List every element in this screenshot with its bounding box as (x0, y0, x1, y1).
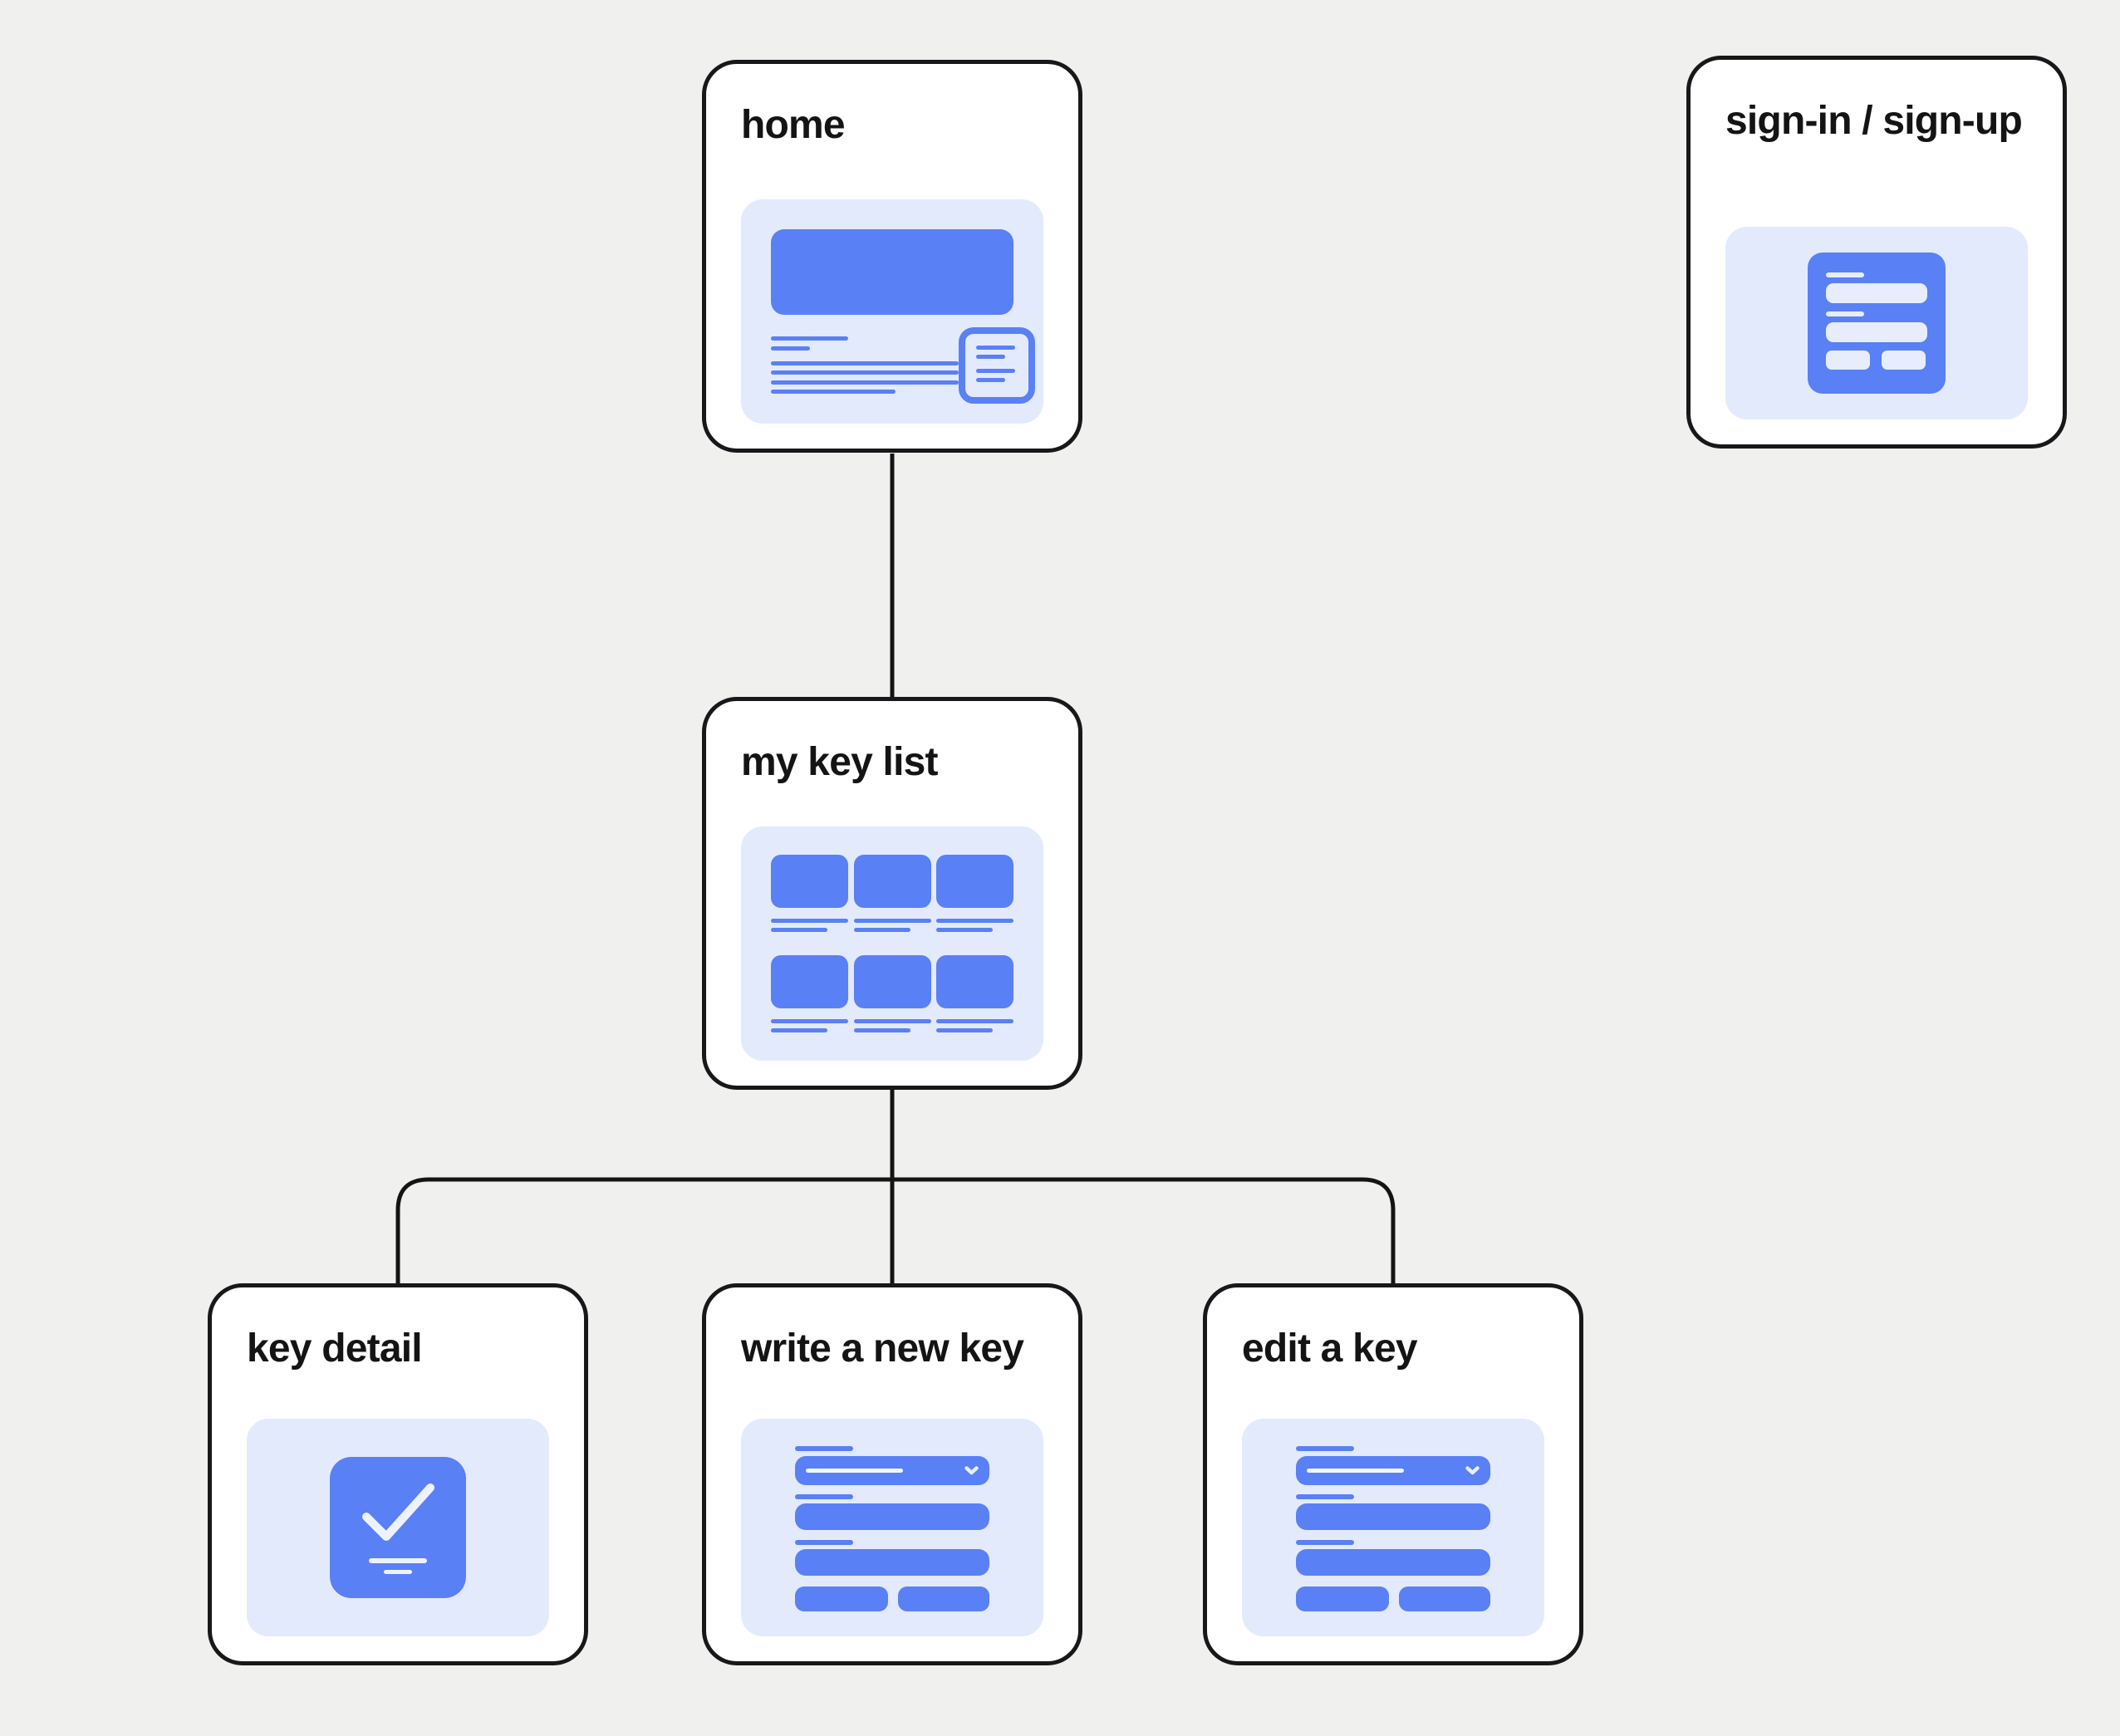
text-lines-placeholder (771, 327, 959, 394)
node-card-home[interactable]: home (702, 60, 1082, 453)
key-card-placeholder (936, 855, 1013, 933)
button-placeholder (1296, 1586, 1389, 1611)
node-title-write-a-new-key: write a new key (741, 1327, 1024, 1371)
hero-image-placeholder (771, 229, 1013, 315)
input-field-placeholder (795, 1549, 989, 1576)
node-card-my-key-list[interactable]: my key list (702, 697, 1082, 1090)
input-field-placeholder (1296, 1503, 1490, 1530)
button-placeholder (898, 1586, 989, 1611)
key-card-placeholder (936, 954, 1013, 1033)
input-field-placeholder (1296, 1549, 1490, 1576)
node-title-key-detail: key detail (247, 1327, 423, 1371)
node-title-home: home (741, 103, 846, 147)
key-detail-thumbnail (247, 1419, 549, 1636)
home-thumbnail (741, 199, 1043, 424)
write-key-form-thumbnail (741, 1419, 1043, 1636)
button-placeholder (1826, 351, 1870, 370)
node-title-my-key-list: my key list (741, 740, 938, 784)
key-card-placeholder (853, 855, 931, 933)
node-title-edit-a-key: edit a key (1242, 1327, 1418, 1371)
node-card-sign-in-sign-up[interactable]: sign-in / sign-up (1686, 56, 2067, 449)
key-card-placeholder (771, 855, 848, 933)
button-placeholder (1882, 351, 1926, 370)
dropdown-field-placeholder (795, 1456, 989, 1485)
field-label-placeholder (795, 1494, 853, 1499)
node-title-sign-in-sign-up: sign-in / sign-up (1725, 99, 2023, 143)
button-placeholder (795, 1586, 888, 1611)
chevron-down-icon (1465, 1466, 1480, 1475)
edit-key-form-thumbnail (1242, 1419, 1544, 1636)
field-label-placeholder (1296, 1446, 1354, 1451)
checkmark-icon (330, 1457, 466, 1598)
sign-in-thumbnail (1725, 227, 2028, 419)
connector-mykeylist-branch (395, 1177, 1396, 1285)
button-placeholder (1399, 1586, 1490, 1611)
form-icon (1808, 253, 1946, 394)
my-key-list-thumbnail (741, 826, 1043, 1061)
article-icon (959, 327, 1035, 404)
node-card-key-detail[interactable]: key detail (208, 1283, 588, 1665)
key-card-placeholder (771, 954, 848, 1033)
node-card-write-a-new-key[interactable]: write a new key (702, 1283, 1082, 1665)
input-field-placeholder (795, 1503, 989, 1530)
field-label-placeholder (795, 1540, 853, 1545)
dropdown-field-placeholder (1296, 1456, 1490, 1485)
field-label-placeholder (1296, 1540, 1354, 1545)
key-card-placeholder (853, 954, 931, 1033)
field-label-placeholder (1296, 1494, 1354, 1499)
chevron-down-icon (964, 1466, 979, 1475)
field-label-placeholder (795, 1446, 853, 1451)
node-card-edit-a-key[interactable]: edit a key (1203, 1283, 1583, 1665)
